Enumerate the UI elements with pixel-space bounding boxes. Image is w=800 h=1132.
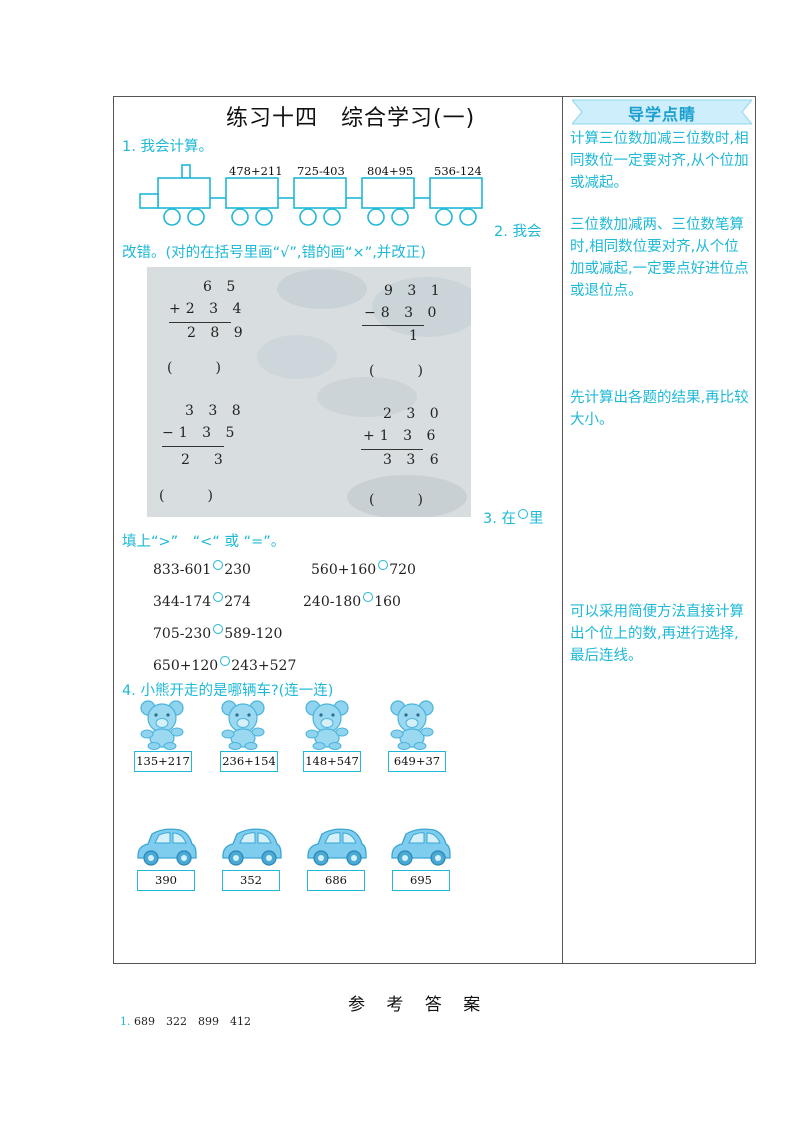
problem-1-rule [169, 322, 231, 323]
guide-tip: 三位数加减两、三位数笔算时,相同数位要对齐,从个位加或减起,一定要点好进位点或退… [570, 217, 749, 299]
q1-expression: 478+211 [229, 164, 283, 178]
answer-values: 689 322 899 412 [134, 1015, 251, 1028]
car-icon [137, 828, 197, 866]
compare-circle-icon[interactable] [213, 624, 224, 634]
compare-left: 705-230 [153, 626, 212, 642]
banner-ribbon-shape [572, 99, 752, 125]
compare-item: 344-174 274 [153, 592, 251, 610]
column-divider [562, 96, 563, 964]
problem-2-rule [362, 325, 424, 326]
answers-line-1: 1. 689 322 899 412 [120, 1013, 251, 1029]
q1-expression: 536-124 [434, 164, 482, 178]
problem-3-rule [162, 446, 224, 447]
bear-icon [221, 700, 265, 750]
guide-heading: 导学点睛 [627, 105, 696, 124]
q2-instructions: 改错。(对的在括号里画“√”,错的画“×”,并改正) [122, 245, 426, 261]
problem-3-answer-blank[interactable]: ( ) [159, 488, 218, 504]
car-number-box[interactable]: 352 [222, 870, 280, 891]
q3-label-part1: 3. 在 [483, 511, 516, 527]
circle-icon [517, 509, 528, 519]
compare-item: 705-230 589-120 [153, 624, 282, 642]
car-icon [307, 828, 367, 866]
compare-left: 833-601 [153, 562, 212, 578]
compare-left: 344-174 [153, 594, 212, 610]
bear-expression-box[interactable]: 236+154 [220, 751, 278, 772]
problem-4-result: 3 3 6 [383, 452, 444, 468]
car-number-box[interactable]: 695 [392, 870, 450, 891]
bear-icon [390, 700, 434, 750]
problem-4-rule [361, 449, 423, 450]
guide-tip: 先计算出各题的结果,再比较大小。 [570, 390, 749, 428]
compare-left: 560+160 [311, 562, 377, 578]
compare-right: 274 [224, 594, 251, 610]
bear-icon [140, 700, 184, 750]
bear-expression-box[interactable]: 649+37 [388, 751, 446, 772]
car-number-box[interactable]: 686 [307, 870, 365, 891]
problem-2-top: 9 3 1 [384, 283, 445, 299]
q1-expression: 725-403 [297, 164, 345, 178]
compare-right: 243+527 [231, 658, 297, 674]
worksheet-frame [113, 96, 756, 964]
problem-1-addend: +2 3 4 [169, 301, 247, 317]
q1-label: 1. 我会计算。 [122, 139, 213, 155]
compare-right: 720 [389, 562, 416, 578]
problem-3-subtrahend: −1 3 5 [162, 425, 240, 441]
problem-2-answer-blank[interactable]: ( ) [369, 363, 428, 379]
problem-4-answer-blank[interactable]: ( ) [369, 492, 428, 508]
compare-circle-icon[interactable] [220, 656, 231, 666]
answers-heading: 参 考 答 案 [348, 995, 489, 1015]
car-icon [222, 828, 282, 866]
q3-label-part2: 里 [528, 511, 544, 527]
photo-background-texture [257, 269, 471, 517]
compare-right: 230 [224, 562, 251, 578]
car-icon [391, 828, 451, 866]
problem-2-subtrahend: −8 3 0 [364, 305, 442, 321]
page-title: 练习十四 综合学习(一) [226, 106, 476, 131]
answer-number: 1. [120, 1015, 131, 1028]
compare-left: 650+120 [153, 658, 219, 674]
compare-item: 833-601 230 [153, 560, 251, 578]
car-number-box[interactable]: 390 [137, 870, 195, 891]
train-illustration [139, 164, 483, 226]
bear-expression-box[interactable]: 135+217 [134, 751, 192, 772]
q1-expression: 804+95 [367, 164, 414, 178]
problem-2-result: 1 [409, 328, 423, 344]
compare-circle-icon[interactable] [213, 592, 224, 602]
compare-item: 650+120 243+527 [153, 656, 296, 674]
problem-4-addend: +1 3 6 [363, 428, 441, 444]
compare-right: 589-120 [224, 626, 283, 642]
compare-item: 560+160 720 [311, 560, 416, 578]
q3-instructions: 填上“>” “<“ 或 “=”。 [122, 534, 286, 550]
bear-expression-box[interactable]: 148+547 [303, 751, 361, 772]
error-correction-photo: 6 5 +2 3 4 2 8 9 ( ) 9 3 1 −8 3 0 1 ( ) … [147, 267, 471, 517]
compare-right: 160 [374, 594, 401, 610]
compare-circle-icon[interactable] [363, 592, 374, 602]
guide-tip: 可以采用简便方法直接计算出个位上的数,再进行选择,最后连线。 [570, 604, 744, 664]
compare-circle-icon[interactable] [378, 560, 389, 570]
compare-item: 240-180 160 [303, 592, 401, 610]
problem-3-top: 3 3 8 [185, 403, 246, 419]
compare-circle-icon[interactable] [213, 560, 224, 570]
problem-1-answer-blank[interactable]: ( ) [167, 360, 226, 376]
bear-icon [305, 700, 349, 750]
guide-banner: 导学点睛 [572, 97, 752, 127]
q4-label: 4. 小熊开走的是哪辆车?(连一连) [122, 683, 334, 699]
problem-1-top: 6 5 [203, 279, 241, 295]
q3-label: 3. 在里 [483, 507, 543, 528]
problem-4-top: 2 3 0 [383, 406, 444, 422]
compare-left: 240-180 [303, 594, 362, 610]
problem-3-result: 2 3 [181, 452, 228, 468]
problem-1-result: 2 8 9 [187, 325, 248, 341]
guide-tip: 计算三位数加减三位数时,相同数位一定要对齐,从个位加或减起。 [570, 131, 749, 191]
q2-label: 2. 我会 [494, 224, 542, 240]
